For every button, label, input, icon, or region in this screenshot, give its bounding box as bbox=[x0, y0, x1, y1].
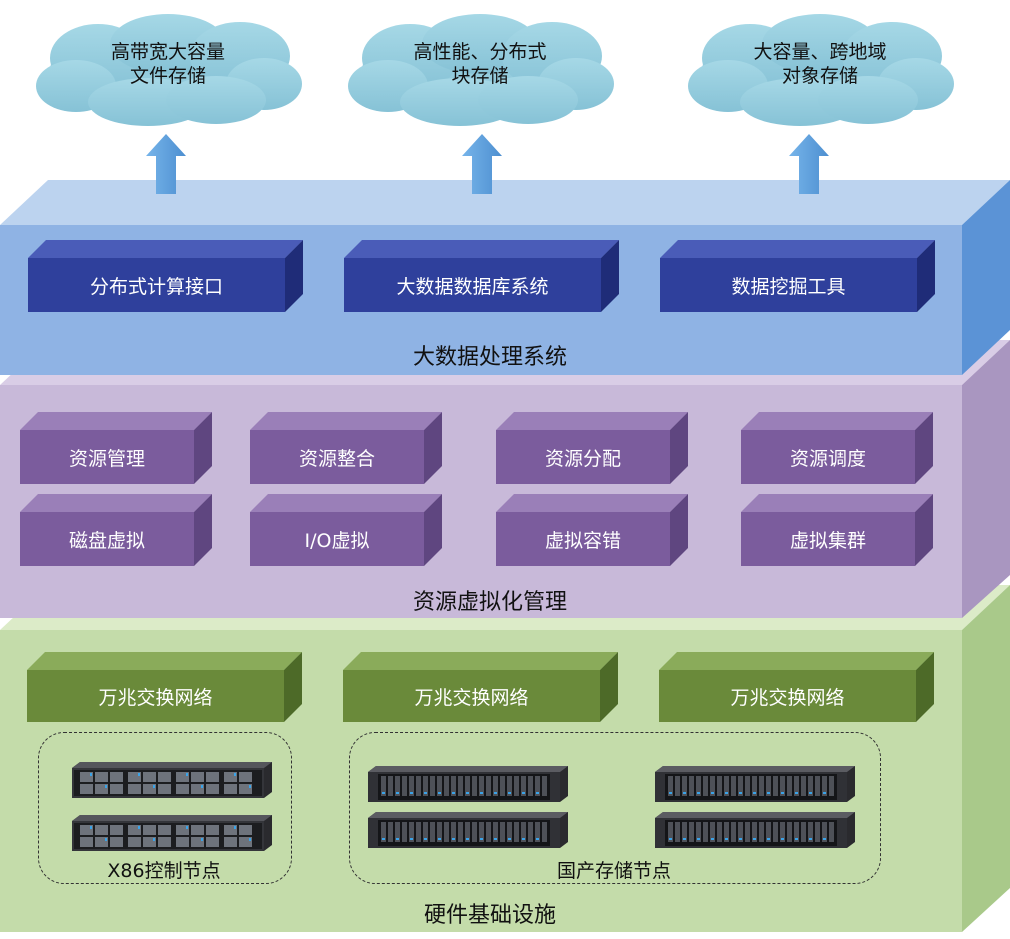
module-resource-scheduling: 资源调度 bbox=[741, 412, 933, 484]
box-shape bbox=[250, 494, 442, 566]
module-label: 万兆交换网络 bbox=[414, 686, 529, 709]
cloud-text-line1: 高性能、分布式 bbox=[413, 41, 547, 63]
virtual-layer-title: 资源虚拟化管理 bbox=[412, 590, 567, 615]
storage-nodes-label: 国产存储节点 bbox=[556, 860, 671, 882]
module-10g-switch-network: 万兆交换网络 bbox=[27, 652, 302, 722]
cloud-text-line1: 大容量、跨地域 bbox=[753, 41, 887, 63]
box-shape bbox=[27, 652, 302, 722]
module-label: 虚拟容错 bbox=[544, 529, 621, 552]
cloud-file-storage: 高带宽大容量 文件存储 bbox=[28, 8, 308, 128]
storage-server-icon bbox=[368, 766, 568, 802]
box-shape bbox=[741, 494, 933, 566]
box-shape bbox=[496, 494, 688, 566]
module-distributed-compute-interface: 分布式计算接口 bbox=[28, 240, 303, 312]
box-shape bbox=[343, 652, 618, 722]
box-shape bbox=[20, 412, 212, 484]
box-shape bbox=[660, 240, 935, 312]
box-shape bbox=[741, 412, 933, 484]
module-resource-management: 资源管理 bbox=[20, 412, 212, 484]
bigdata-layer-title: 大数据处理系统 bbox=[412, 345, 567, 370]
server-icon bbox=[72, 815, 272, 851]
module-10g-switch-network: 万兆交换网络 bbox=[343, 652, 618, 722]
module-label: 资源整合 bbox=[298, 447, 375, 470]
cloud-icon bbox=[688, 14, 954, 126]
module-virtual-fault-tolerance: 虚拟容错 bbox=[496, 494, 688, 566]
box-shape bbox=[344, 240, 619, 312]
module-label: 资源分配 bbox=[544, 447, 621, 470]
module-label: 资源调度 bbox=[789, 447, 866, 470]
server-icon bbox=[72, 762, 272, 798]
cloud-icon bbox=[36, 14, 302, 126]
box-shape bbox=[250, 412, 442, 484]
module-resource-allocation: 资源分配 bbox=[496, 412, 688, 484]
storage-server-icon bbox=[655, 766, 855, 802]
storage-server-icon bbox=[368, 812, 568, 848]
module-label: 万兆交换网络 bbox=[98, 686, 213, 709]
cloud-block-storage: 高性能、分布式 块存储 bbox=[340, 8, 620, 128]
module-label: 虚拟集群 bbox=[789, 529, 866, 552]
module-label: 大数据数据库系统 bbox=[396, 275, 549, 298]
module-virtual-cluster: 虚拟集群 bbox=[741, 494, 933, 566]
cloud-text-line2: 对象存储 bbox=[781, 65, 858, 87]
cloud-text-line2: 块存储 bbox=[451, 65, 509, 87]
box-shape bbox=[20, 494, 212, 566]
module-label: 万兆交换网络 bbox=[730, 686, 845, 709]
hardware-layer-title: 硬件基础设施 bbox=[423, 903, 556, 928]
module-resource-integration: 资源整合 bbox=[250, 412, 442, 484]
module-label: I/O虚拟 bbox=[304, 529, 370, 552]
up-arrow-icon bbox=[789, 134, 829, 194]
module-label: 数据挖掘工具 bbox=[731, 275, 846, 298]
storage-server-icon bbox=[655, 812, 855, 848]
module-label: 磁盘虚拟 bbox=[68, 529, 145, 552]
control-node-group bbox=[38, 732, 292, 884]
module-disk-virtualization: 磁盘虚拟 bbox=[20, 494, 212, 566]
box-shape bbox=[659, 652, 934, 722]
module-bigdata-database-system: 大数据数据库系统 bbox=[344, 240, 619, 312]
cloud-object-storage: 大容量、跨地域 对象存储 bbox=[680, 8, 960, 128]
up-arrow-icon bbox=[146, 134, 186, 194]
module-label: 分布式计算接口 bbox=[89, 275, 223, 298]
cloud-text-line1: 高带宽大容量 bbox=[110, 41, 225, 63]
control-nodes-label: X86控制节点 bbox=[107, 860, 221, 882]
module-label: 资源管理 bbox=[68, 447, 145, 470]
module-io-virtualization: I/O虚拟 bbox=[250, 494, 442, 566]
module-10g-switch-network: 万兆交换网络 bbox=[659, 652, 934, 722]
box-shape bbox=[28, 240, 303, 312]
box-shape bbox=[496, 412, 688, 484]
cloud-icon bbox=[348, 14, 614, 126]
cloud-text-line2: 文件存储 bbox=[129, 65, 206, 87]
up-arrow-icon bbox=[462, 134, 502, 194]
module-data-mining-tools: 数据挖掘工具 bbox=[660, 240, 935, 312]
storage-node-group bbox=[349, 732, 881, 884]
